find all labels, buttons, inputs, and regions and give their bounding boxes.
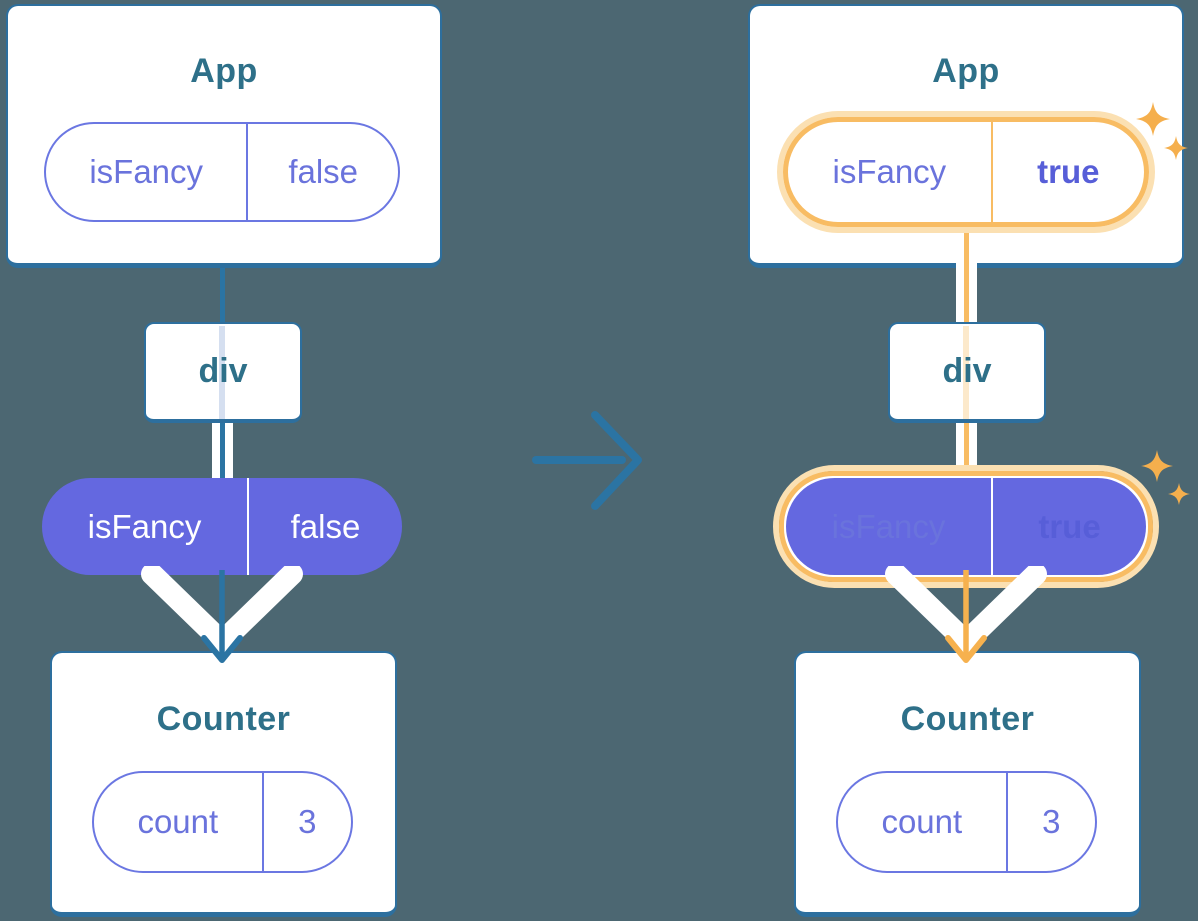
left-counter-state-pill: count 3 bbox=[92, 771, 353, 873]
left-div-pill-channel bbox=[211, 423, 233, 479]
state-value: true bbox=[1037, 153, 1100, 190]
state-name: isFancy bbox=[788, 122, 993, 222]
prop-value: false bbox=[290, 507, 361, 545]
state-value: false bbox=[288, 153, 359, 190]
left-div-label: div bbox=[198, 352, 248, 390]
right-app-title: App bbox=[932, 52, 1000, 90]
right-app-pill-tail-line bbox=[963, 228, 969, 264]
left-app-title: App bbox=[190, 52, 258, 90]
left-div-pass-line bbox=[219, 326, 225, 419]
sparkle-icon bbox=[1136, 102, 1188, 160]
state-value: 3 bbox=[298, 803, 317, 840]
left-prop-flow-arrow-icon bbox=[141, 566, 303, 663]
left-app-div-connector-line bbox=[219, 266, 225, 324]
left-app-state-pill: isFancy false bbox=[44, 122, 400, 222]
right-counter-state-pill: count 3 bbox=[836, 771, 1097, 873]
right-app-div-channel bbox=[955, 263, 977, 322]
left-passed-prop-pill: isFancy false bbox=[42, 478, 402, 575]
sparkle-icon bbox=[1141, 450, 1190, 505]
right-passed-prop-pill: isFancy true bbox=[779, 471, 1153, 582]
right-div-pill-channel bbox=[955, 423, 977, 467]
right-prop-flow-arrow-icon bbox=[885, 566, 1047, 663]
right-div-label: div bbox=[942, 352, 992, 390]
right-passed-prop-pill-highlight-ring: isFancy true bbox=[773, 465, 1159, 588]
state-value: 3 bbox=[1042, 803, 1061, 840]
right-app-state-pill: isFancy true bbox=[783, 117, 1149, 227]
prop-name: isFancy bbox=[786, 478, 993, 575]
state-name: count bbox=[838, 773, 1008, 871]
transition-arrow-icon bbox=[532, 411, 642, 510]
prop-name: isFancy bbox=[42, 478, 249, 575]
right-app-state-pill-highlight-ring: isFancy true bbox=[777, 111, 1155, 233]
right-counter-title: Counter bbox=[900, 700, 1035, 738]
state-name: count bbox=[94, 773, 264, 871]
prop-value: true bbox=[1038, 507, 1101, 545]
right-div-pass-line bbox=[963, 326, 969, 419]
state-name: isFancy bbox=[46, 124, 249, 220]
left-counter-title: Counter bbox=[156, 700, 291, 738]
